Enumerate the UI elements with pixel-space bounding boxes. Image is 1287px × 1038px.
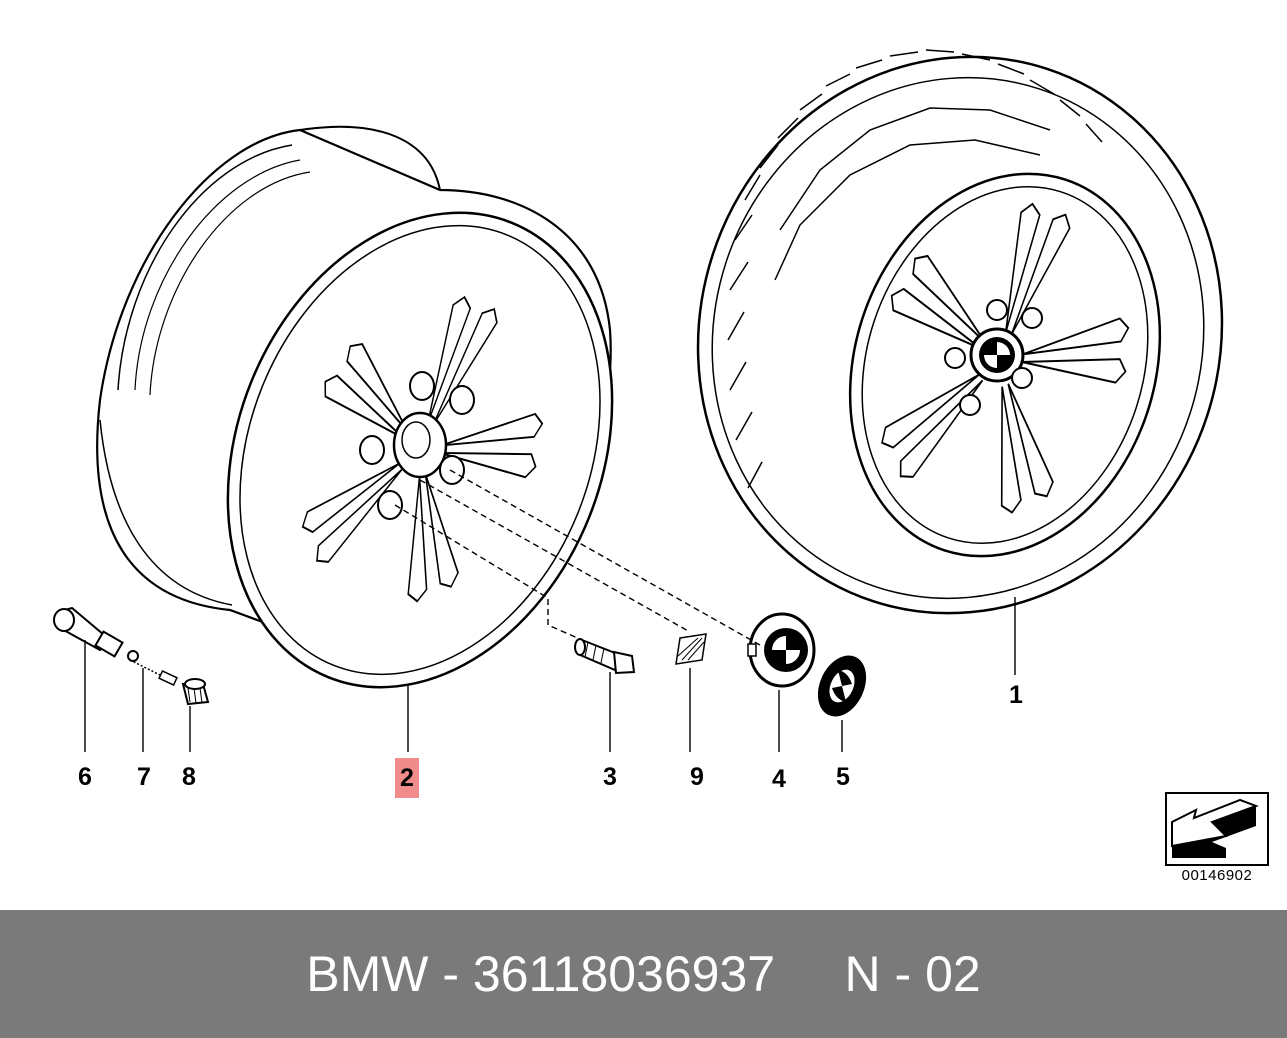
callout-1: 1 [1009,681,1023,709]
direction-arrow-icon [1165,792,1269,866]
alloy-rim [96,125,614,689]
complete-wheel [696,49,1224,615]
callout-9: 9 [690,763,704,791]
callout-6: 6 [78,763,92,791]
emblem [817,655,867,717]
wheel-label [675,633,707,665]
tyre-valve [53,606,139,662]
callout-3: 3 [603,763,617,791]
wheel-bolt [574,638,636,675]
callout-5: 5 [836,763,850,791]
hub-cap [747,612,816,688]
callout-4: 4 [772,765,786,793]
leader-lines [84,469,1016,752]
footer-bar: BMW - 36118036937 N - 02 [0,910,1287,1038]
valve-cap [181,678,210,706]
tyre-tread [727,49,1103,489]
callout-7: 7 [137,763,151,791]
callout-2: 2 [395,758,419,798]
callout-8: 8 [182,763,196,791]
valve-core [129,659,178,687]
parts-diagram [53,49,1269,866]
diagram-reference-number: 00146902 [1181,867,1253,884]
part-number-caption: BMW - 36118036937 N - 02 [306,946,981,1002]
